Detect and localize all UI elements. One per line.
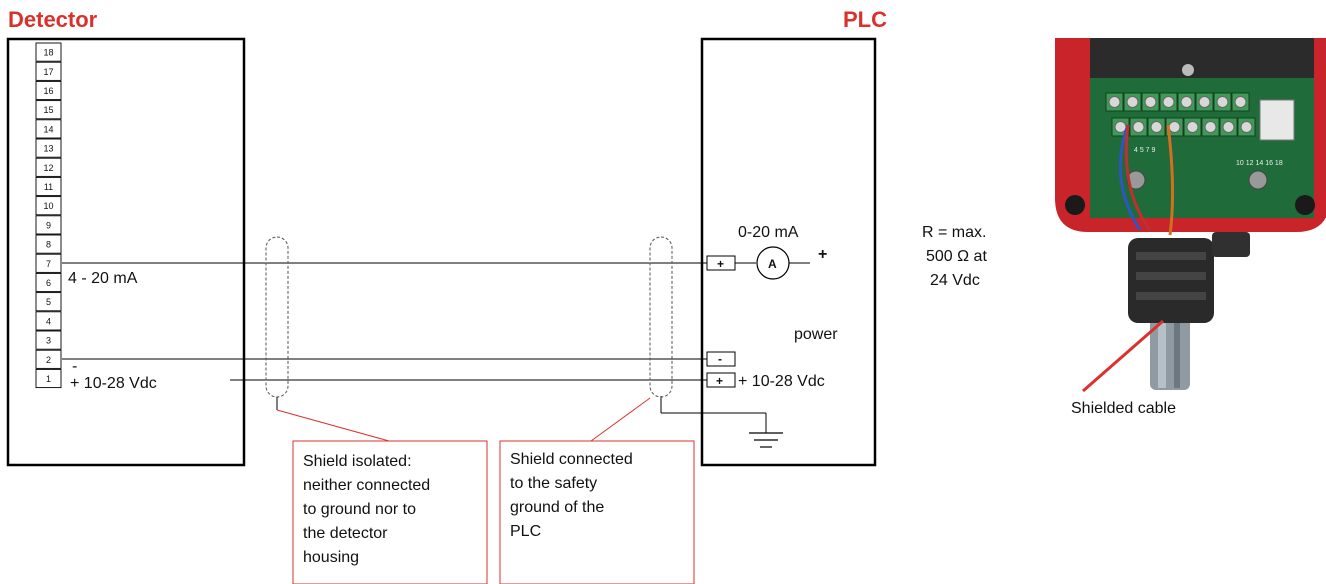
terminal-number: 17 <box>43 67 53 77</box>
terminal-number: 3 <box>46 336 51 346</box>
terminal-number: 1 <box>46 374 51 384</box>
terminal-1 <box>35 368 62 389</box>
terminal-2 <box>35 349 62 369</box>
terminal-11 <box>35 176 62 197</box>
terminal-3 <box>35 330 62 350</box>
terminal-number: 13 <box>43 144 53 154</box>
plc-current-label: 0-20 mA <box>738 224 799 241</box>
terminal-number: 14 <box>43 124 53 134</box>
detector-supply-label: + 10-28 Vdc <box>70 375 157 392</box>
callout-isolated-line: to ground nor to <box>303 501 416 518</box>
detector-signal-label: 4 - 20 mA <box>68 270 138 287</box>
cable-gland <box>1128 238 1214 323</box>
pcb-terminal-numbers-top: 4 5 7 9 <box>1134 147 1156 154</box>
plc-terminal-minus-label: - <box>718 352 722 366</box>
terminal-16 <box>35 80 62 101</box>
terminal-13 <box>35 138 62 158</box>
terminal-15 <box>35 100 62 120</box>
terminal-18 <box>35 42 62 62</box>
terminal-10 <box>35 196 62 216</box>
callout-shield-connected <box>499 440 695 584</box>
terminal-5 <box>35 292 62 312</box>
terminal-9 <box>35 215 62 235</box>
callout-connected-line: PLC <box>510 523 541 540</box>
callout-connected-line: Shield connected <box>510 451 633 468</box>
plc-box <box>700 37 877 467</box>
terminal-12 <box>35 157 62 177</box>
ammeter-plus: + <box>818 246 827 263</box>
resistance-line1: R = max. <box>922 224 986 241</box>
callout-isolated-line: housing <box>303 549 359 566</box>
terminal-number: 12 <box>43 163 53 173</box>
plc-title: PLC <box>843 7 887 32</box>
detector-supply-minus: - <box>72 358 77 375</box>
terminal-17 <box>35 61 62 81</box>
terminal-number: 9 <box>46 220 51 230</box>
terminal-8 <box>35 234 62 254</box>
terminal-number: 6 <box>46 278 51 288</box>
terminal-number: 18 <box>43 48 53 58</box>
terminal-number: 16 <box>43 86 53 96</box>
callout-isolated-line: neither connected <box>303 477 430 494</box>
terminal-number: 2 <box>46 355 51 365</box>
plc-power-label: power <box>794 326 838 343</box>
detector-box <box>6 37 246 467</box>
shield-right <box>649 236 673 398</box>
terminal-number: 15 <box>43 105 53 115</box>
callout-connected-line: ground of the <box>510 499 604 516</box>
terminal-4 <box>35 311 62 331</box>
ammeter-symbol: A <box>768 257 777 271</box>
callout-isolated-line: the detector <box>303 525 388 542</box>
plc-terminal-plus-label: + <box>716 374 723 388</box>
callout-isolated-line: Shield isolated: <box>303 453 412 470</box>
terminal-number: 11 <box>44 182 53 192</box>
terminal-14 <box>35 119 62 139</box>
terminal-number: 5 <box>46 297 51 307</box>
callout-shield-isolated <box>292 440 488 584</box>
photo-caption: Shielded cable <box>1071 400 1176 417</box>
plc-terminal-signal-label: + <box>717 257 724 271</box>
resistance-line2: 500 Ω at <box>926 248 987 265</box>
shield-left <box>265 236 289 398</box>
terminal-number: 10 <box>43 201 53 211</box>
plc-supply-label: + 10-28 Vdc <box>738 373 825 390</box>
detector-terminal-strip: 18 17 16 15 14 13 12 11 10 9 8 7 6 5 4 3 2 1 <box>35 42 62 389</box>
pcb-terminal-numbers-bottom: 10 12 14 16 18 <box>1236 160 1283 167</box>
terminal-number: 7 <box>46 259 51 269</box>
terminal-7 <box>35 253 62 273</box>
callout-connected-line: to the safety <box>510 475 597 492</box>
resistance-line3: 24 Vdc <box>930 272 980 289</box>
terminal-number: 4 <box>46 316 51 326</box>
terminal-number: 8 <box>46 240 51 250</box>
cable-pointer <box>1082 319 1164 393</box>
terminal-6 <box>35 272 62 293</box>
detector-housing-photo: 10 12 14 16 18 4 5 7 9 <box>1055 38 1326 390</box>
detector-title: Detector <box>8 7 98 32</box>
ground-icon <box>749 432 783 448</box>
